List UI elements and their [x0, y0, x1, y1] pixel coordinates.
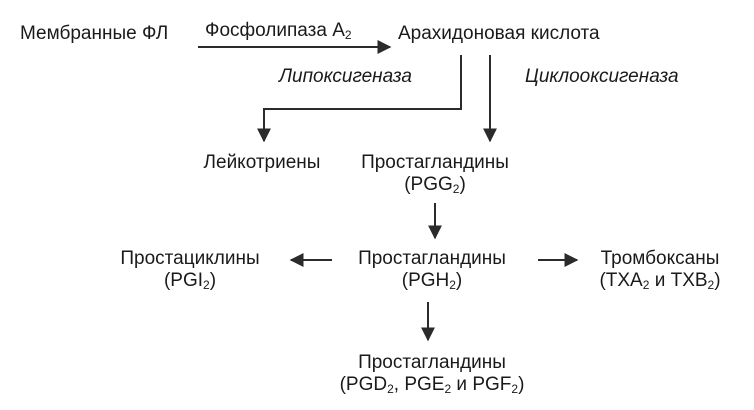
thromboxanes-formula: (TXA2 и TXB2): [599, 270, 721, 292]
pg-d2-e2-f2-node: Простагландины (PGD2, PGE2 и PGF2): [340, 352, 525, 396]
phospholipase-text: Фосфолипаза A: [205, 20, 345, 41]
phospholipase-a2-label: Фосфолипаза A2: [205, 20, 352, 42]
phospholipase-subscript: 2: [344, 28, 352, 42]
lipoxygenase-label: Липоксигеназа: [279, 66, 412, 87]
prostacyclins-name: Простациклины: [120, 248, 260, 269]
arrow-lipoxygenase-to-leukotrienes: [257, 55, 462, 143]
prostacyclins-node: Простациклины (PGI2): [120, 248, 259, 292]
pgh2-node: Простагландины (PGH2): [358, 248, 506, 292]
leukotrienes-node: Лейкотриены: [203, 152, 321, 173]
pgh2-formula: (PGH2): [401, 270, 463, 292]
membrane-phospholipids-node: Мембранные ФЛ: [20, 23, 169, 44]
cyclooxygenase-label: Циклооксигеназа: [525, 66, 679, 87]
pg-final-name: Простагландины: [358, 352, 506, 373]
pg-final-formula: (PGD2, PGE2 и PGF2): [339, 374, 525, 396]
pgg2-node: Простагландины (PGG2): [361, 152, 509, 196]
thromboxanes-node: Тромбоксаны (TXA2 и TXB2): [599, 248, 720, 292]
prostacyclins-formula: (PGI2): [163, 270, 217, 292]
pgh2-name: Простагландины: [358, 248, 506, 269]
pgg2-formula: (PGG2): [404, 174, 466, 196]
pgg2-name: Простагландины: [361, 152, 509, 173]
thromboxanes-name: Тромбоксаны: [600, 248, 720, 269]
arachidonic-acid-node: Арахидоновая кислота: [398, 23, 600, 44]
